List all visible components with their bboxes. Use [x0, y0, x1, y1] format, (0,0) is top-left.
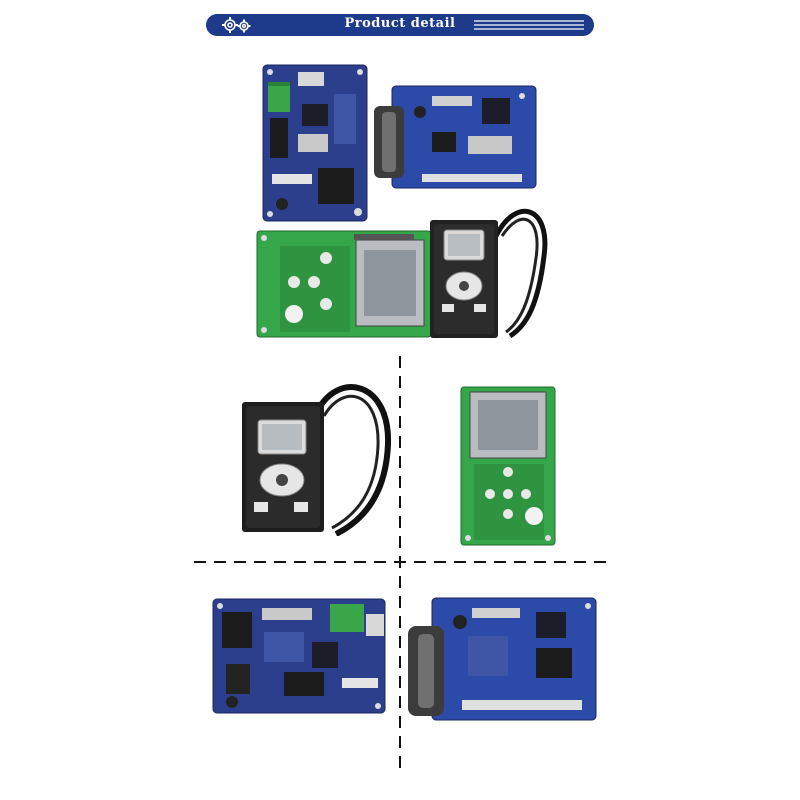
product-detail-banner: Product detail	[206, 14, 594, 36]
blue-main-board-with-ribbon-photo	[374, 85, 537, 189]
horizontal-dashed-divider	[194, 561, 606, 563]
control-panel-with-cable-photo	[430, 208, 548, 339]
page-title: Product detail	[344, 16, 456, 31]
control-panel-large-photo	[242, 384, 392, 536]
blue-main-board-large-photo	[408, 597, 597, 721]
gears-icon	[222, 17, 251, 33]
green-keypad-board-large-photo	[460, 386, 556, 546]
banner-stripes	[474, 20, 584, 30]
vertical-dashed-divider	[399, 356, 401, 772]
blue-control-board-large-photo	[212, 598, 386, 714]
blue-control-board-photo	[262, 64, 368, 222]
green-keypad-board-photo	[256, 230, 432, 338]
